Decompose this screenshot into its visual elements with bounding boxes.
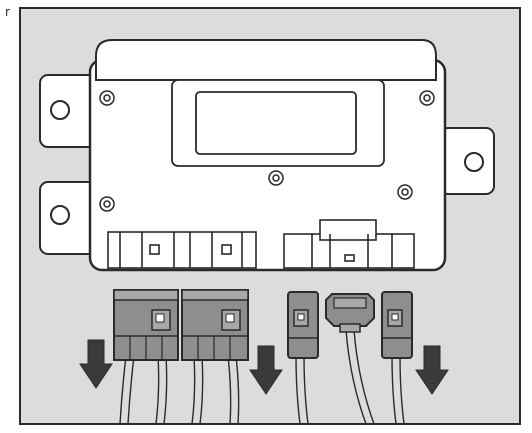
down-arrow-2 bbox=[249, 345, 283, 395]
left-large-connector[interactable] bbox=[113, 289, 179, 361]
mounting-tab-right bbox=[439, 127, 495, 195]
module-housing bbox=[88, 39, 447, 272]
mounting-tab-top-left bbox=[39, 74, 99, 148]
middle-large-connector[interactable] bbox=[181, 289, 249, 361]
corner-mark: r bbox=[5, 5, 10, 19]
screw-4 bbox=[99, 196, 115, 212]
label-window bbox=[195, 91, 357, 155]
down-arrow-1 bbox=[79, 339, 113, 389]
small-connector-left[interactable] bbox=[287, 291, 319, 359]
screw-2 bbox=[419, 90, 435, 106]
wire-harness bbox=[119, 329, 405, 425]
socket-bank-left bbox=[107, 231, 257, 269]
sensor-plug-center[interactable] bbox=[325, 293, 375, 333]
screw-3 bbox=[268, 170, 284, 186]
screw-5 bbox=[397, 184, 413, 200]
small-connector-right[interactable] bbox=[381, 291, 413, 359]
screw-1 bbox=[99, 90, 115, 106]
down-arrow-3 bbox=[415, 345, 449, 395]
socket-bank-right bbox=[283, 219, 415, 269]
screw-heads bbox=[99, 90, 435, 212]
